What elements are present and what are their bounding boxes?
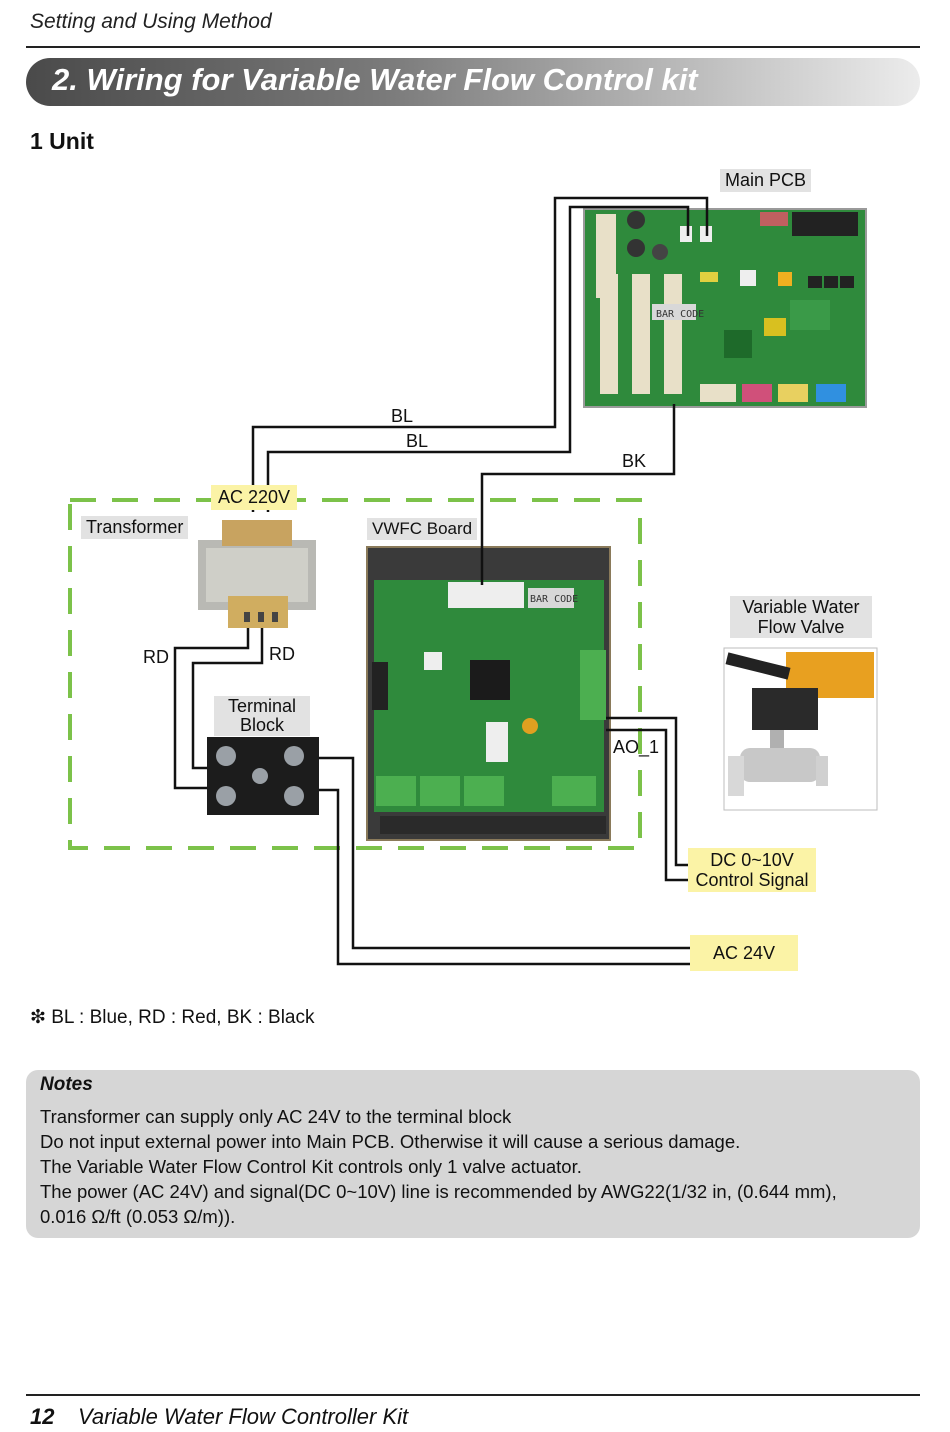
dc-signal-label-line-2: Control Signal bbox=[695, 870, 809, 890]
terminal-block-label-line-1: Terminal bbox=[227, 696, 297, 716]
page-number: 12 bbox=[30, 1404, 55, 1429]
wire-ao-upper bbox=[606, 716, 690, 867]
transformer-image bbox=[195, 514, 319, 631]
note-line-5: 0.016 Ω/ft (0.053 Ω/m)). bbox=[40, 1206, 236, 1227]
wire-ac24-upper bbox=[319, 756, 690, 950]
page-title: 2. Wiring for Variable Water Flow Contro… bbox=[52, 62, 698, 97]
wire-bl-outer bbox=[251, 196, 709, 512]
wire-rd-right-label: RD bbox=[269, 644, 295, 664]
wire-rd-left-label: RD bbox=[143, 647, 169, 667]
transformer-label: Transformer bbox=[81, 516, 189, 539]
note-line-2: Do not input external power into Main PC… bbox=[40, 1131, 741, 1152]
valve-label-line-2: Flow Valve bbox=[757, 617, 845, 637]
note-line-4: The power (AC 24V) and signal(DC 0~10V) … bbox=[40, 1181, 837, 1202]
wire-ac24-lower bbox=[319, 788, 690, 966]
vwfc-board-label: VWFC Board bbox=[367, 518, 478, 540]
ao1-label: AO_1 bbox=[613, 737, 660, 757]
valve-image bbox=[723, 647, 878, 811]
note-line-1: Transformer can supply only AC 24V to th… bbox=[40, 1106, 512, 1127]
valve-label: Variable Water Flow Valve bbox=[730, 596, 872, 638]
wire-rd-right bbox=[191, 628, 264, 770]
wire-bl-label-2: BL bbox=[406, 431, 429, 451]
subtitle: 1 Unit bbox=[30, 128, 94, 154]
terminal-block-label: Terminal Block bbox=[214, 696, 310, 736]
main-pcb-label: Main PCB bbox=[720, 169, 812, 192]
note-line-3: The Variable Water Flow Control Kit cont… bbox=[40, 1156, 582, 1177]
ac24-label: AC 24V bbox=[690, 935, 798, 971]
footer-rule bbox=[26, 1394, 920, 1396]
wire-ao-lower bbox=[606, 728, 690, 882]
dc-signal-label-line-1: DC 0~10V bbox=[710, 850, 794, 870]
pcb-bar-code-text: BAR CODE bbox=[656, 309, 704, 320]
terminal-block-image bbox=[207, 737, 319, 815]
notes-title: Notes bbox=[40, 1074, 93, 1095]
wire-rd-left bbox=[173, 628, 250, 790]
wire-bl-inner bbox=[266, 205, 690, 512]
wire-bk-label: BK bbox=[622, 451, 647, 471]
terminal-block-label-line-2: Block bbox=[239, 715, 284, 735]
ac220-label: AC 220V bbox=[211, 485, 298, 510]
header-rule bbox=[26, 46, 920, 48]
wires bbox=[173, 196, 709, 966]
main-pcb-image bbox=[583, 208, 867, 408]
notes-box bbox=[26, 1070, 920, 1238]
wire-bl-label-1: BL bbox=[391, 406, 414, 426]
dc-signal-label: DC 0~10V Control Signal bbox=[688, 848, 816, 892]
vwfc-board-image bbox=[366, 546, 611, 841]
footer-title: Variable Water Flow Controller Kit bbox=[78, 1404, 409, 1429]
wire-bk bbox=[480, 404, 676, 585]
valve-label-line-1: Variable Water bbox=[742, 597, 860, 617]
color-legend: ❇ BL : Blue, RD : Red, BK : Black bbox=[30, 1007, 315, 1028]
kit-enclosure-border bbox=[68, 498, 642, 850]
section-header: Setting and Using Method bbox=[30, 10, 272, 33]
title-bar bbox=[26, 58, 920, 106]
vwfc-bar-code-text: BAR CODE bbox=[530, 594, 578, 605]
